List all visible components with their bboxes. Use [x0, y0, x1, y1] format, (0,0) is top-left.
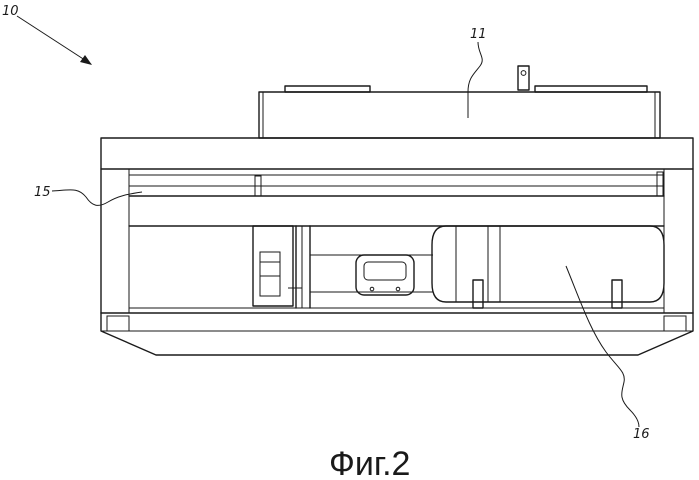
figure-caption: Фиг.2	[329, 445, 410, 480]
base-plate	[101, 308, 693, 355]
leader-arrow-10	[17, 16, 92, 65]
leader-line-16	[566, 266, 639, 427]
ref-label-11: 11	[470, 27, 487, 42]
pressure-tank	[432, 226, 664, 308]
rail-beam	[129, 172, 664, 226]
motor-assembly	[253, 226, 433, 308]
leader-line-11	[468, 42, 482, 118]
upper-housing	[259, 66, 660, 138]
ref-label-16: 16	[633, 427, 650, 442]
ref-label-15: 15	[34, 185, 51, 200]
ref-label-10: 10	[2, 4, 19, 19]
